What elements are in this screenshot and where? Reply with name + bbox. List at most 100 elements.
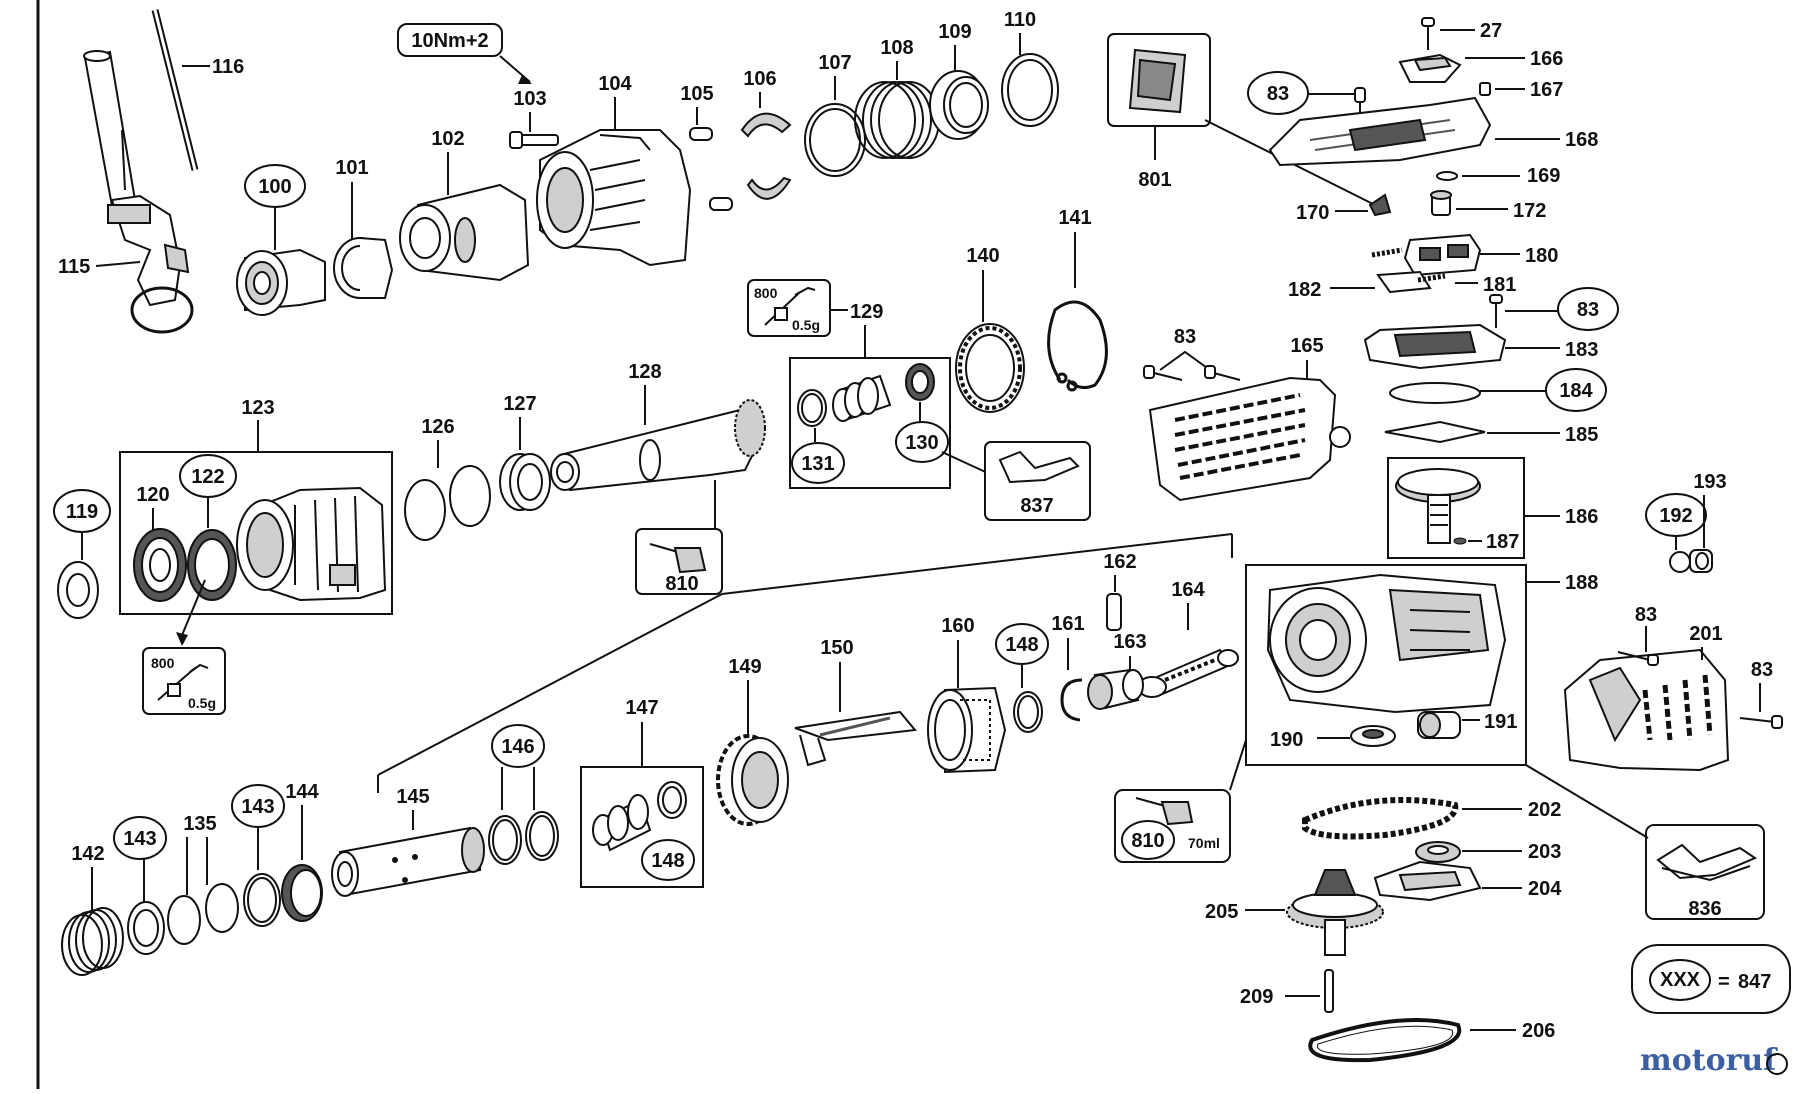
label-140: 140 <box>966 245 999 267</box>
label-145: 145 <box>396 786 429 808</box>
part-150-switch-fork <box>794 710 917 767</box>
label-191: 191 <box>1484 711 1517 733</box>
label-801: 801 <box>1138 169 1171 191</box>
part-83-screw-mid <box>1489 294 1503 328</box>
label-172: 172 <box>1513 200 1546 222</box>
grease-kit-box-left <box>142 647 226 715</box>
label-101: 101 <box>335 157 368 179</box>
label-83-201b: 83 <box>1751 659 1773 681</box>
part-166-knob <box>1398 53 1462 83</box>
part-116-rod <box>151 9 210 171</box>
label-203: 203 <box>1528 841 1561 863</box>
part-110-cap <box>1001 53 1059 127</box>
label-187: 187 <box>1486 531 1519 553</box>
part-100-bearing-sleeve <box>236 248 326 316</box>
part-145-cylinder <box>331 826 485 897</box>
callout-circle-810-70ml <box>1121 820 1175 860</box>
label-115: 115 <box>58 256 90 278</box>
label-102: 102 <box>431 128 464 150</box>
label-105: 105 <box>680 83 713 105</box>
label-202: 202 <box>1528 799 1561 821</box>
label-182: 182 <box>1288 279 1321 301</box>
part-83-screws-165 <box>1143 365 1241 381</box>
callout-circle-83-mid <box>1557 287 1619 331</box>
label-209: 209 <box>1240 986 1273 1008</box>
part-204-bracket <box>1373 860 1482 902</box>
part-188-gear-housing <box>1266 573 1507 714</box>
part-170-switch <box>1368 193 1392 217</box>
callout-circle-146 <box>491 724 545 768</box>
part-106-locking-sleeve <box>740 112 792 200</box>
label-161: 161 <box>1051 613 1084 635</box>
label-164: 164 <box>1171 579 1205 601</box>
legend-callout-circle <box>1649 959 1711 1001</box>
oil-kit-810-label: 810 <box>665 573 698 595</box>
label-130: 130 <box>905 432 938 454</box>
part-143-washer-left <box>127 901 165 955</box>
label-188: 188 <box>1565 572 1598 594</box>
label-109: 109 <box>938 21 971 43</box>
label-201: 201 <box>1689 623 1722 645</box>
label-107: 107 <box>818 52 851 74</box>
part-161-circlip <box>1060 678 1083 722</box>
part-168-top-cover <box>1268 96 1492 167</box>
part-172-plug <box>1430 190 1452 216</box>
label-143-left: 143 <box>123 828 156 850</box>
label-206: 206 <box>1522 1020 1555 1042</box>
label-837: 837 <box>1020 495 1053 517</box>
part-131-o-ring <box>797 389 827 427</box>
label-141: 141 <box>1058 207 1091 229</box>
part-165-motor-housing <box>1148 376 1351 502</box>
part-167-screw <box>1479 82 1491 96</box>
part-130-seal <box>905 363 935 401</box>
label-123: 123 <box>241 397 274 419</box>
label-100: 100 <box>258 176 291 198</box>
part-203-sprocket <box>1415 841 1461 863</box>
part-140-needle-bearing <box>955 323 1025 413</box>
watermark-text: motoruf <box>1640 1043 1778 1078</box>
part-182-slider <box>1376 270 1432 294</box>
label-131: 131 <box>801 453 834 475</box>
label-106: 106 <box>743 68 776 90</box>
label-119: 119 <box>66 501 98 523</box>
part-190-bearing <box>1350 725 1396 747</box>
part-102-tool-holder-sleeve <box>399 183 530 282</box>
label-110: 110 <box>1004 9 1036 31</box>
part-185-gasket <box>1384 420 1486 444</box>
part-103-screw <box>509 131 559 149</box>
grease-kit-left-qty: 800 <box>151 655 175 671</box>
part-183-gearbox-cover <box>1363 323 1507 370</box>
oil-can-icon-810-70ml <box>1135 797 1194 826</box>
legend-equals: = <box>1718 971 1730 993</box>
part-142-spring <box>61 907 124 976</box>
part-192-ring <box>1669 551 1691 573</box>
label-108: 108 <box>880 37 913 59</box>
label-180: 180 <box>1525 245 1558 267</box>
label-162: 162 <box>1103 551 1136 573</box>
label-143-right: 143 <box>241 796 274 818</box>
watermark-logo: motoruf <box>1640 1043 1788 1078</box>
label-150: 150 <box>820 637 853 659</box>
part-206-belt <box>1308 1018 1462 1063</box>
label-27: 27 <box>1480 20 1502 42</box>
part-126-rings <box>404 465 491 541</box>
part-160-needle-bearing <box>927 686 1007 774</box>
part-837-clip <box>998 450 1080 484</box>
torque-spec-box <box>397 23 503 57</box>
part-127-bushing <box>499 453 551 511</box>
label-148-top: 148 <box>1005 634 1038 656</box>
label-147: 147 <box>625 697 658 719</box>
label-129: 129 <box>850 301 883 323</box>
oil-can-icon-810 <box>649 543 707 574</box>
part-123-cylinder-housing <box>236 486 387 602</box>
part-148-o-ring-top <box>1013 691 1043 733</box>
part-144-sleeve <box>281 864 323 922</box>
label-83-201a: 83 <box>1635 604 1657 626</box>
label-186: 186 <box>1565 506 1598 528</box>
label-83-mid: 83 <box>1577 299 1599 321</box>
part-201-rear-cover <box>1563 648 1730 772</box>
label-836: 836 <box>1688 898 1721 920</box>
part-836-clip <box>1656 843 1758 882</box>
label-103: 103 <box>513 88 546 110</box>
